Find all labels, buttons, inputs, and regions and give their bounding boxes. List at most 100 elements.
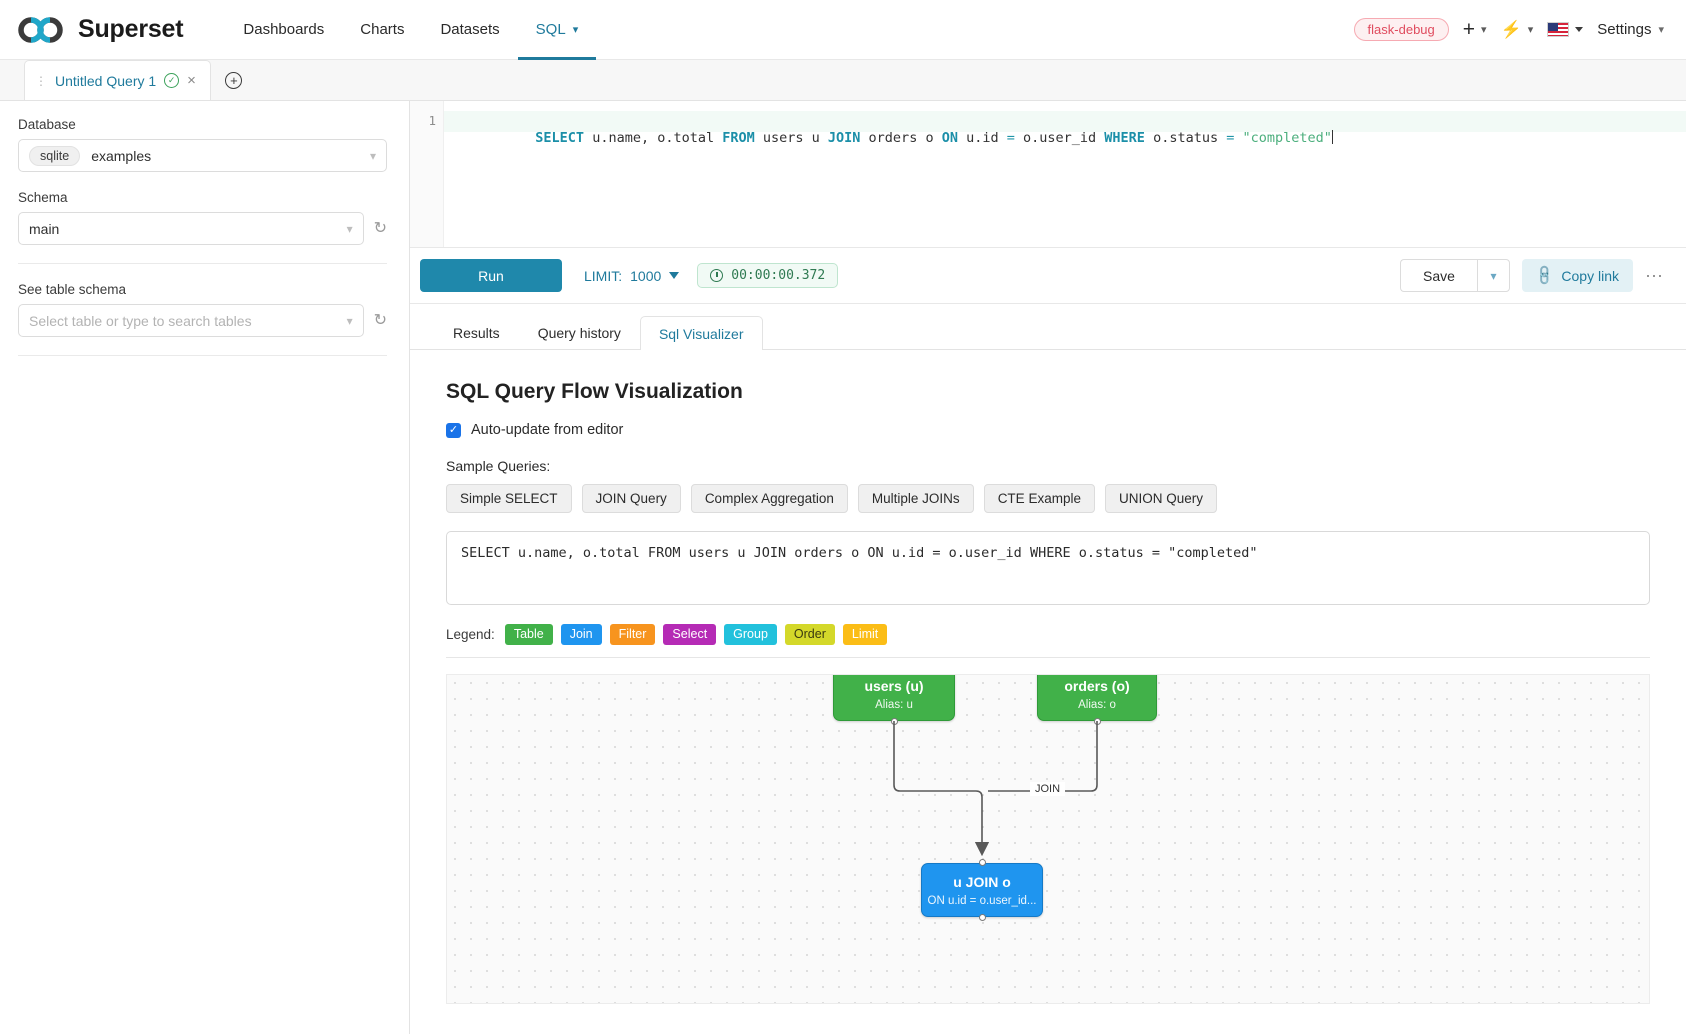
chevron-down-icon: ▾ <box>1481 24 1487 36</box>
tab-results[interactable]: Results <box>434 315 519 349</box>
sample-queries-label: Sample Queries: <box>446 458 551 474</box>
copy-link-label: Copy link <box>1561 267 1619 284</box>
legend-chip-limit: Limit <box>842 624 888 645</box>
refresh-tables-icon[interactable]: ↻ <box>373 311 387 329</box>
schema-row: main ▾ ↻ <box>18 212 387 245</box>
table-select-placeholder: Select table or type to search tables <box>29 312 252 329</box>
query-tab-bar: ⋮ Untitled Query 1 ✓ × + <box>0 60 1686 101</box>
infinity-logo-icon <box>18 16 68 43</box>
graph-node-subtitle: ON u.id = o.user_id... <box>927 894 1037 907</box>
node-port-top[interactable] <box>979 859 986 866</box>
query-tab-untitled-query-1[interactable]: ⋮ Untitled Query 1 ✓ × <box>24 60 211 100</box>
nav-dashboards-label: Dashboards <box>243 21 325 38</box>
query-flow-canvas[interactable]: users (u) Alias: u orders (o)Alias: o u JOI… <box>446 674 1650 1004</box>
sql-input-textarea[interactable] <box>446 531 1650 605</box>
chevron-down-icon: ▾ <box>346 221 353 236</box>
nav-sql[interactable]: SQL ▾ <box>518 0 597 60</box>
caret-down-icon <box>1575 27 1584 32</box>
save-button-group: Save ▾ <box>1400 259 1510 292</box>
sql-editor[interactable]: 1 SELECT u.name, o.total FROM users u JO… <box>410 101 1686 248</box>
plus-icon: + <box>1462 18 1476 41</box>
nav-dashboards[interactable]: Dashboards <box>225 0 342 60</box>
tab-results-label: Results <box>453 324 500 341</box>
editor-gutter: 1 <box>410 101 444 247</box>
copy-link-button[interactable]: 🔗 Copy link <box>1521 259 1633 292</box>
page-title: SQL Query Flow Visualization <box>446 380 743 403</box>
sql-token: SELECT <box>535 130 585 146</box>
save-button[interactable]: Save <box>1400 259 1477 292</box>
chevron-down-icon: ▾ <box>572 24 579 36</box>
sample-queries-row: Simple SELECT JOIN Query Complex Aggregati… <box>446 484 1650 513</box>
schema-select-value: main <box>29 220 60 237</box>
drag-handle-icon[interactable]: ⋮ <box>35 73 47 88</box>
graph-node-users[interactable]: users (u) Alias: u <box>833 675 955 725</box>
graph-edge <box>988 721 1098 792</box>
caret-down-icon <box>669 272 680 279</box>
sql-token <box>1234 130 1242 146</box>
database-label: Database <box>18 117 76 132</box>
auto-update-label: Auto-update from editor <box>471 422 624 438</box>
graph-node-title: users (u) <box>864 677 924 694</box>
node-port-bottom[interactable] <box>979 914 986 921</box>
tab-query-history[interactable]: Query history <box>519 315 640 349</box>
new-item-button[interactable]: + ▾ <box>1463 19 1487 40</box>
sample-query-button-2[interactable]: Complex Aggregation <box>690 484 848 513</box>
toolbar-right-group: Save ▾ 🔗 Copy link ⋯ <box>1400 259 1664 292</box>
sample-query-button-3[interactable]: Multiple JOINs <box>857 484 974 513</box>
language-picker[interactable] <box>1547 22 1584 37</box>
table-select[interactable]: Select table or type to search tables ▾ <box>18 304 364 337</box>
chevron-down-icon: ▾ <box>1527 24 1534 36</box>
graph-node-orders[interactable]: orders (o)Alias: o <box>1037 675 1157 725</box>
sql-token: u.id <box>957 130 1007 146</box>
auto-update-checkbox[interactable]: ✓ <box>446 422 461 438</box>
save-dropdown-button[interactable]: ▾ <box>1476 259 1510 292</box>
sample-query-button-1[interactable]: JOIN Query <box>581 484 681 513</box>
query-timer: 00:00:00.372 <box>697 263 839 288</box>
sample-query-button-4[interactable]: CTE Example <box>983 484 1095 513</box>
database-select[interactable]: sqlite examples ▾ <box>18 139 387 172</box>
plus-circle-icon: + <box>225 71 243 89</box>
sql-token: o.user_id <box>1014 130 1105 146</box>
sql-token: = <box>1006 130 1015 146</box>
sample-query-button-0[interactable]: Simple SELECT <box>446 484 572 513</box>
line-number: 1 <box>428 113 436 128</box>
schema-label: Schema <box>18 190 68 205</box>
refresh-schema-icon[interactable]: ↻ <box>373 219 387 237</box>
settings-menu[interactable]: Settings ▾ <box>1597 21 1664 38</box>
editor-code-area[interactable]: SELECT u.name, o.total FROM users u JOIN… <box>444 101 1686 247</box>
add-query-tab-button[interactable]: + <box>211 60 257 100</box>
graph-node-title: orders (o) <box>1064 677 1130 694</box>
nav-charts[interactable]: Charts <box>342 0 422 60</box>
chevron-down-icon: ▾ <box>346 313 353 328</box>
graph-edge <box>893 721 990 857</box>
sql-token: JOIN <box>827 130 861 146</box>
panel-divider-bottom <box>18 355 387 356</box>
sample-query-button-5[interactable]: UNION Query <box>1104 484 1217 513</box>
more-options-icon[interactable]: ⋯ <box>1645 265 1664 286</box>
run-button[interactable]: Run <box>420 259 562 292</box>
graph-node-subtitle: Alias: u <box>875 698 913 711</box>
alerts-button[interactable]: ⚡ ▾ <box>1501 21 1534 38</box>
left-connection-panel: Database sqlite examples ▾ Schema main ▾… <box>0 101 410 1034</box>
brand-name: Superset <box>78 15 184 43</box>
schema-select[interactable]: main ▾ <box>18 212 364 245</box>
main-nav: Dashboards Charts Datasets SQL ▾ <box>225 0 596 60</box>
see-table-schema-label: See table schema <box>18 282 127 297</box>
flask-debug-badge: flask-debug <box>1353 18 1449 41</box>
close-icon[interactable]: × <box>187 72 196 89</box>
editor-toolbar: Run LIMIT: 1000 00:00:00.372 Save ▾ 🔗 Co… <box>410 248 1686 304</box>
limit-dropdown[interactable]: LIMIT: 1000 <box>584 268 680 284</box>
text-cursor <box>1331 130 1333 144</box>
superset-logo[interactable]: Superset <box>18 15 184 44</box>
check-circle-icon: ✓ <box>164 73 180 88</box>
tab-sql-visualizer[interactable]: Sql Visualizer <box>639 316 763 350</box>
sql-token: ON <box>941 130 958 146</box>
navbar-right: flask-debug + ▾ ⚡ ▾ Settings ▾ <box>1353 18 1664 41</box>
top-navbar: Superset Dashboards Charts Datasets SQL … <box>0 0 1686 60</box>
database-select-value: examples <box>91 147 152 164</box>
graph-edges <box>893 721 1098 857</box>
nav-datasets[interactable]: Datasets <box>422 0 517 60</box>
legend-chip-join: Join <box>560 624 602 645</box>
